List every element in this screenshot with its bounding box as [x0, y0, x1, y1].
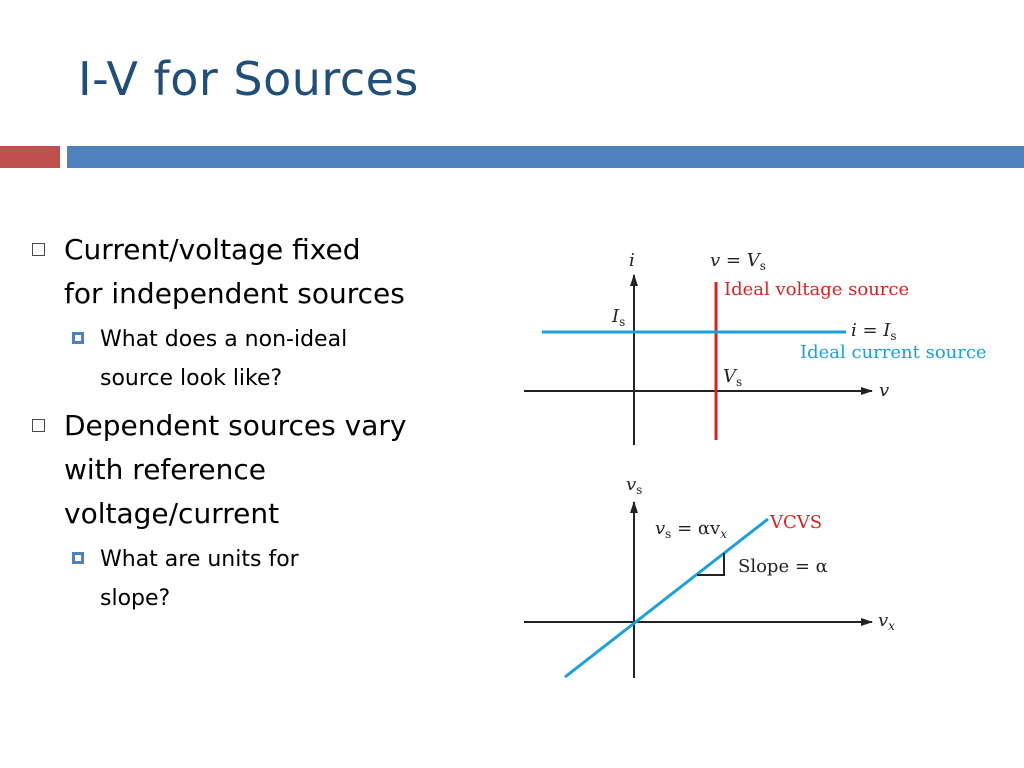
y-axis-label: i — [629, 250, 635, 271]
bullet-text: for independent sources — [64, 277, 405, 310]
square-bullet-icon — [32, 243, 45, 256]
vcvs-line — [564, 517, 769, 679]
y-axis-label: vs — [626, 474, 642, 497]
bullet-text: voltage/current — [64, 497, 280, 530]
accent-bar-red — [0, 146, 60, 168]
x-axis-label: v — [879, 380, 889, 401]
voltage-equation: v = Vs — [710, 250, 766, 273]
is-label: Is — [611, 306, 625, 329]
sub-bullet-text: What are units for — [100, 547, 299, 572]
bullet-list: Current/voltage fixed for independent so… — [30, 228, 470, 624]
ideal-sources-diagram: i v v = Vs Ideal voltage source Is i = I… — [524, 250, 987, 445]
bullet-text: Current/voltage fixed — [64, 233, 361, 266]
vcvs-equation: vs = αvx — [655, 518, 727, 541]
sub-bullet-text: source look like? — [100, 366, 283, 391]
current-equation: i = Is — [851, 320, 897, 343]
sub-bullet-text: slope? — [100, 586, 171, 611]
square-bullet-icon — [32, 419, 45, 432]
bullet-text: with reference — [64, 453, 267, 486]
vcvs-label: VCVS — [769, 512, 822, 533]
filled-square-bullet-icon — [72, 332, 84, 344]
vcvs-diagram: vs vx vs = αvx VCVS Slope = α — [524, 474, 895, 679]
bullet-item: Dependent sources vary with reference vo… — [30, 404, 470, 536]
bullet-text: Dependent sources vary — [64, 409, 407, 442]
current-source-label: Ideal current source — [800, 342, 987, 363]
accent-bar-blue — [67, 146, 1024, 168]
vs-label: Vs — [723, 366, 742, 389]
slope-triangle — [697, 553, 725, 576]
voltage-source-label: Ideal voltage source — [724, 279, 909, 300]
sub-bullet-item: What are units for slope? — [30, 540, 470, 618]
sub-bullet-item: What does a non-ideal source look like? — [30, 320, 470, 398]
sub-bullet-text: What does a non-ideal — [100, 327, 348, 352]
filled-square-bullet-icon — [72, 552, 84, 564]
bullet-item: Current/voltage fixed for independent so… — [30, 228, 470, 316]
slope-label: Slope = α — [738, 556, 828, 577]
x-axis-label: vx — [878, 610, 895, 633]
page-title: I-V for Sources — [78, 52, 419, 106]
